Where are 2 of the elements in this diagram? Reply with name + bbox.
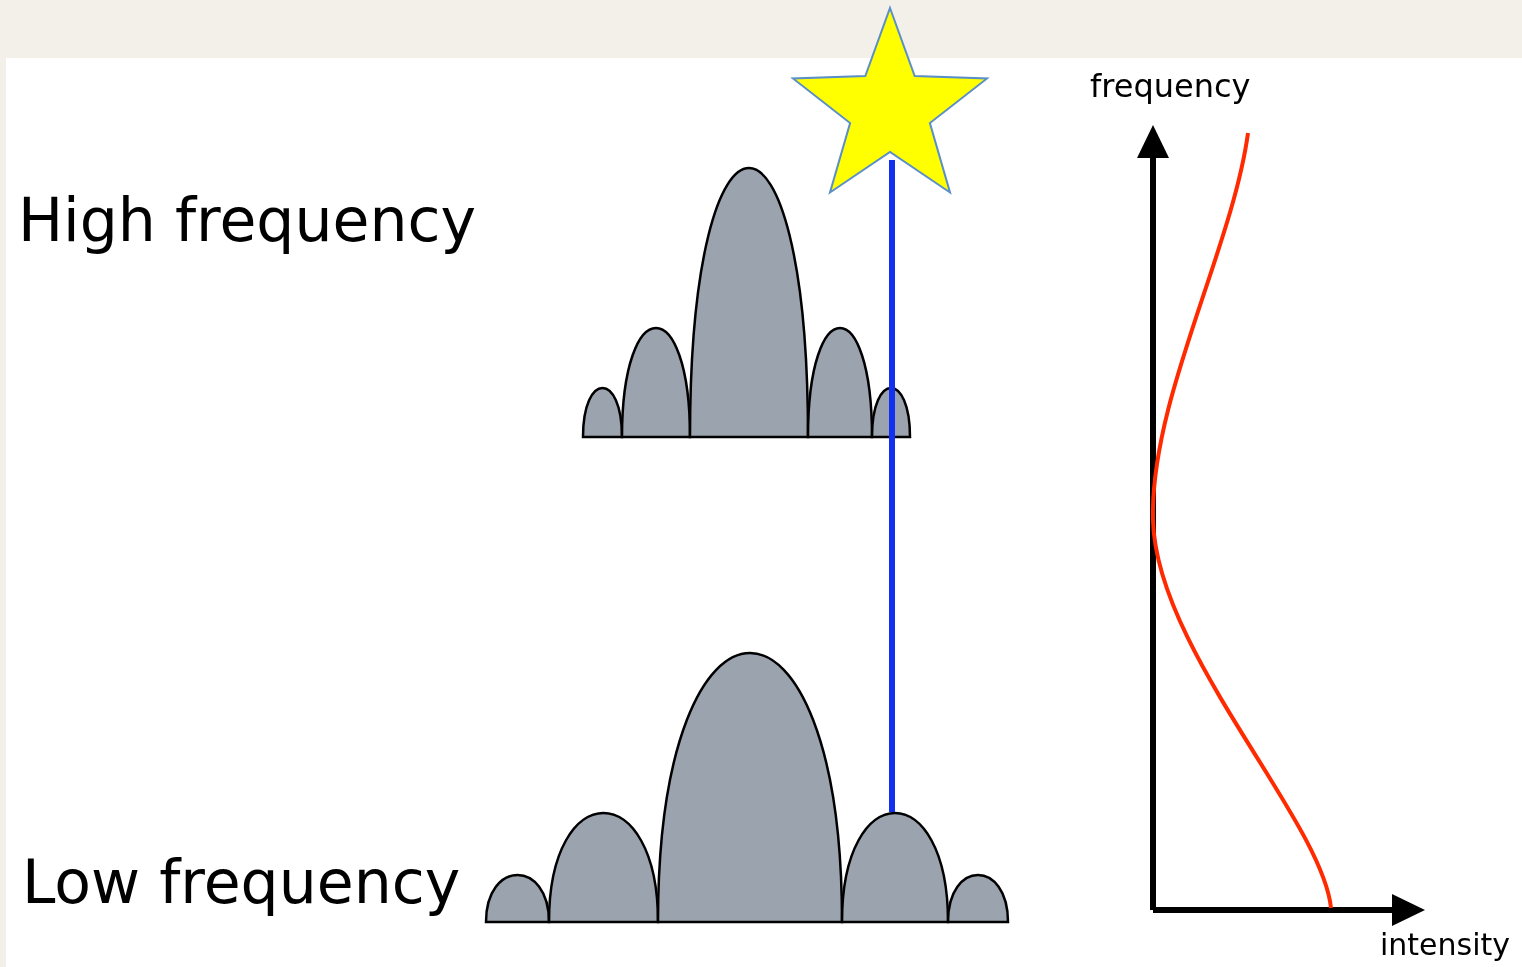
axis-label: frequency [1090,70,1251,102]
axis-label: intensity [1380,930,1511,960]
